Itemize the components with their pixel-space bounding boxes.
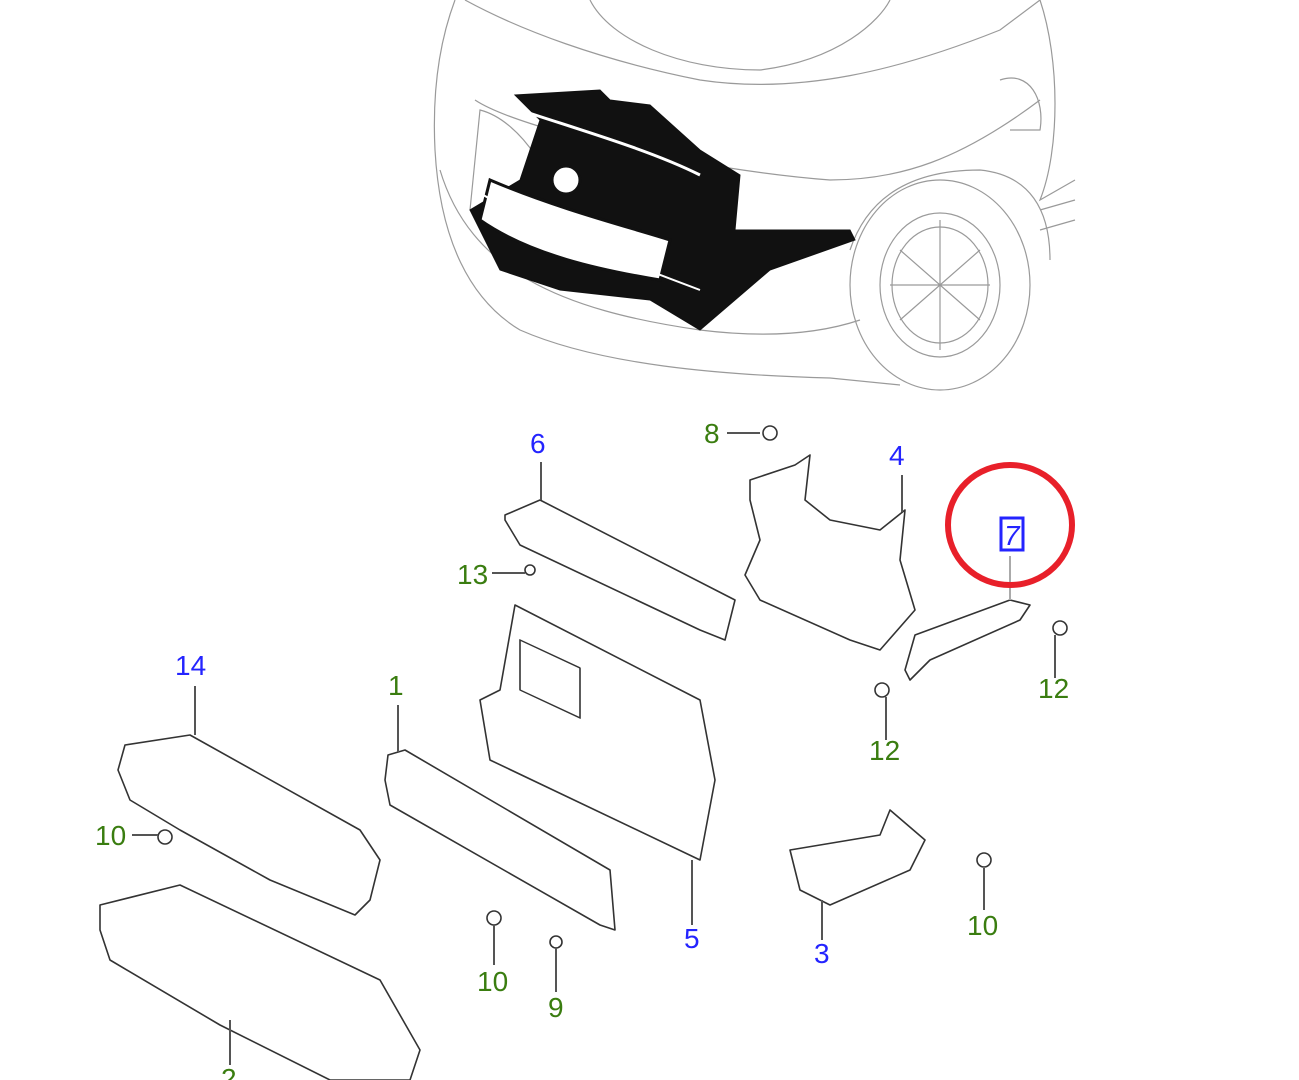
assembly-in-vehicle bbox=[469, 89, 856, 331]
part-6-upper-panel[interactable] bbox=[504, 499, 736, 641]
part-1-lower-bracket[interactable] bbox=[384, 749, 616, 931]
callout-6[interactable]: 6 bbox=[530, 428, 546, 459]
callout-3[interactable]: 3 bbox=[814, 938, 830, 969]
callout-10[interactable]: 10 bbox=[967, 910, 998, 941]
callout-5[interactable]: 5 bbox=[684, 923, 700, 954]
selection-highlight-circle bbox=[945, 462, 1075, 588]
callout-10[interactable]: 10 bbox=[477, 966, 508, 997]
callout-10[interactable]: 10 bbox=[95, 820, 126, 851]
fasteners bbox=[157, 425, 1068, 949]
callout-12[interactable]: 12 bbox=[1038, 673, 1069, 704]
selected-callout-box bbox=[999, 516, 1025, 552]
callout-14[interactable]: 14 bbox=[175, 650, 206, 681]
part-14-air-duct[interactable] bbox=[117, 734, 381, 916]
callout-9[interactable]: 9 bbox=[548, 992, 564, 1023]
callout-1[interactable]: 1 bbox=[388, 670, 404, 701]
part-3-duct[interactable] bbox=[789, 809, 926, 906]
callout-12[interactable]: 12 bbox=[869, 735, 900, 766]
leader-lines bbox=[132, 432, 1056, 1065]
part-2-lower-deflector[interactable] bbox=[99, 884, 421, 1080]
callout-2[interactable]: 2 bbox=[221, 1063, 237, 1080]
part-7-air-guide[interactable] bbox=[904, 599, 1031, 681]
callout-8[interactable]: 8 bbox=[704, 418, 720, 449]
callout-4[interactable]: 4 bbox=[889, 440, 905, 471]
callout-13[interactable]: 13 bbox=[457, 559, 488, 590]
part-4-air-deflector[interactable] bbox=[744, 454, 916, 651]
callout-7-selected[interactable]: 7 bbox=[1004, 520, 1021, 551]
